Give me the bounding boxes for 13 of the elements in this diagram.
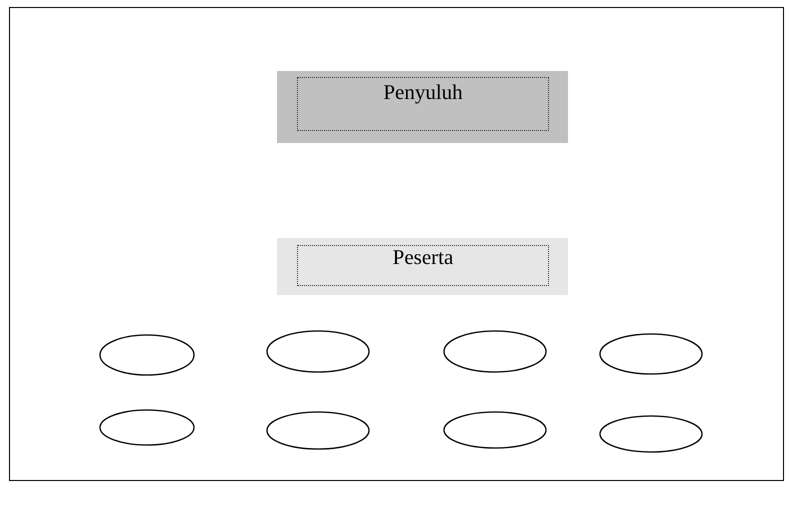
ellipse-shape xyxy=(599,415,703,453)
ellipse-shape xyxy=(266,411,370,450)
frame-box xyxy=(9,7,784,481)
box-label: Peserta xyxy=(392,245,454,270)
label-box xyxy=(277,71,568,143)
ellipse-shape xyxy=(443,330,547,373)
ellipse-shape xyxy=(266,330,370,373)
ellipse-shape xyxy=(443,411,547,449)
box-label: Penyuluh xyxy=(382,80,464,105)
ellipse-shape xyxy=(599,333,703,375)
ellipse-shape xyxy=(99,334,195,376)
label-box xyxy=(277,238,568,295)
ellipse-shape xyxy=(99,409,195,446)
